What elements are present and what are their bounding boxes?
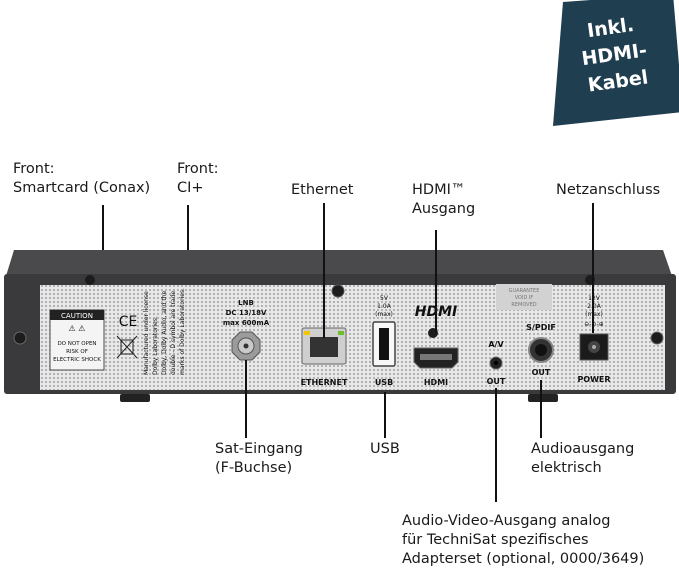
usb-port-label: USB <box>375 378 393 387</box>
license-text: Manufactured under license Dolby Laborat… <box>143 288 186 375</box>
screw-top-mid <box>331 284 345 298</box>
callout-hdmi: HDMI™ Ausgang <box>412 182 476 217</box>
foot-left <box>120 394 150 402</box>
power-spec-3: (max) <box>585 311 603 318</box>
screw-right <box>650 331 664 345</box>
power-port-label: POWER <box>577 375 610 384</box>
svg-text:Manufactured under license: Manufactured under license <box>143 291 150 375</box>
usb-spec-1: 5V <box>380 295 389 302</box>
svg-text:GUARANTEE: GUARANTEE <box>509 288 540 294</box>
receiver-back-panel: CAUTION ⚠ ⚠ DO NOT OPEN RISK OF ELECTRIC… <box>4 250 676 402</box>
leader-audio <box>540 380 542 438</box>
hdmi-port-label: HDMI <box>424 378 448 387</box>
lnb-label-3: max 600mA <box>223 319 270 327</box>
leader-hdmi <box>435 230 437 332</box>
svg-text:marks of Dolby Laboratories.: marks of Dolby Laboratories. <box>179 288 186 375</box>
leader-usb <box>384 392 386 438</box>
hdmi-port[interactable] <box>413 347 459 369</box>
screw-left <box>13 331 27 345</box>
callout-sat: Sat-Eingang (F-Buchse) <box>215 441 303 476</box>
callout-av: Audio-Video-Ausgang analog für TechniSat… <box>402 513 645 567</box>
f-connector[interactable] <box>231 331 261 361</box>
caution-line-1: DO NOT OPEN <box>57 341 96 347</box>
callout-audio: Audioausgang elektrisch <box>531 441 635 476</box>
callout-front-ci: Front: CI+ <box>177 161 219 196</box>
callout-ethernet: Ethernet <box>291 182 354 198</box>
power-spec-1: 12V <box>588 295 601 302</box>
leader-sat <box>245 360 247 438</box>
ethernet-port-label: ETHERNET <box>301 378 348 387</box>
usb-spec-2: 1.0A <box>377 303 392 310</box>
spdif-out-label: OUT <box>532 368 551 377</box>
lnb-label-1: LNB <box>238 299 254 307</box>
caution-line-2: RISK OF <box>66 349 88 355</box>
polarity-icon: ⊖-⊙-⊕ <box>584 321 603 328</box>
leader-av <box>495 388 497 502</box>
callout-usb: USB <box>370 441 400 457</box>
lnb-label-2: DC 13/18V <box>226 309 267 317</box>
usb-spec-3: (max) <box>375 311 393 318</box>
svg-text:Dolby, Dolby Audio, and the: Dolby, Dolby Audio, and the <box>161 290 168 375</box>
weee-bin-icon <box>116 335 138 359</box>
leader-ethernet <box>323 203 325 338</box>
dotted-panel <box>40 285 665 390</box>
av-label: A/V <box>488 340 504 349</box>
warning-icons: ⚠ ⚠ <box>69 324 86 333</box>
callout-power: Netzanschluss <box>556 182 661 198</box>
leader-front-ci <box>187 205 189 250</box>
foot-right <box>528 394 558 402</box>
screw-top-left <box>85 275 95 285</box>
promo-badge: Inkl. HDMI- Kabel <box>553 0 679 126</box>
svg-text:REMOVED: REMOVED <box>511 302 536 308</box>
svg-text:VOID IF: VOID IF <box>515 295 534 301</box>
svg-text:Dolby Laboratories.: Dolby Laboratories. <box>152 316 159 375</box>
power-spec-2: 2.0A <box>587 303 602 310</box>
device-top <box>6 250 672 276</box>
leader-front-smartcard <box>102 205 104 250</box>
caution-title: CAUTION <box>61 312 93 320</box>
callout-front-smartcard: Front: Smartcard (Conax) <box>13 161 151 196</box>
av-out-label: OUT <box>487 377 506 386</box>
power-jack[interactable] <box>579 333 609 361</box>
caution-line-3: ELECTRIC SHOCK <box>53 357 101 363</box>
warranty-sticker <box>496 284 552 310</box>
spdif-label: S/PDIF <box>526 323 556 332</box>
svg-text:double - D symbol are trade: double - D symbol are trade <box>170 291 177 375</box>
ce-mark: CE <box>119 314 138 330</box>
leader-power <box>592 203 594 333</box>
